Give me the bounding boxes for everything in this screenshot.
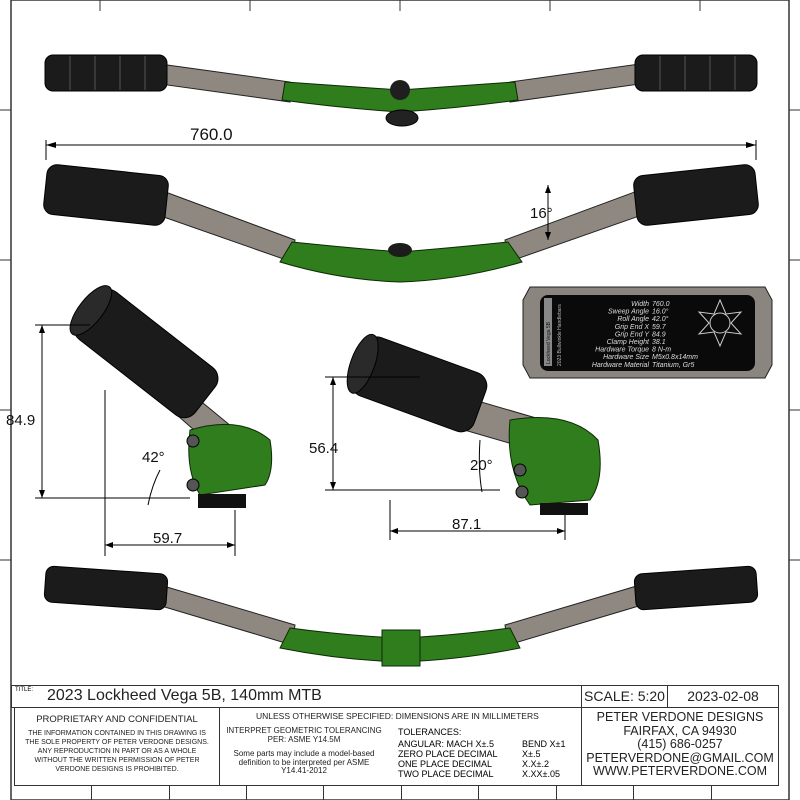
width-value: 760.0 <box>190 125 233 144</box>
plaque-spec-value: 42.0° <box>652 315 669 323</box>
tolerance-value: X.X±.2 <box>522 759 549 769</box>
date-cell: 2023-02-08 <box>667 685 779 708</box>
company-line: PETERVERDONE@GMAIL.COM <box>586 750 774 765</box>
plaque-spec-value: 38.1 <box>652 339 666 346</box>
plaque-spec-label: Grip End Y <box>615 331 650 338</box>
company-line: FAIRFAX, CA 94930 <box>623 723 737 738</box>
plaque-spec-value: 16.0° <box>652 308 669 316</box>
revision-row <box>11 786 789 800</box>
proprietary-text: THE INFORMATION CONTAINED IN THIS DRAWIN… <box>25 730 209 773</box>
top-view <box>44 54 758 127</box>
grip-end-y-value: 84.9 <box>6 412 35 429</box>
company-line: PETER VERDONE DESIGNS <box>596 710 764 724</box>
units-note: UNLESS OTHERWISE SPECIFIED: DIMENSIONS A… <box>256 711 539 721</box>
plaque-spec-value: 760.0 <box>652 301 670 308</box>
star-badge-icon <box>697 298 743 348</box>
plaque-spec-value: 84.9 <box>652 331 666 338</box>
plaque-spec-label: Width <box>631 301 649 308</box>
plaque-spec-value: M5x0.8x14mm <box>652 354 698 361</box>
left-side-view: 84.9 59.7 42° <box>6 285 273 556</box>
plaque-spec-label: Clamp Height <box>607 339 650 346</box>
tolerance-label: TWO PLACE DECIMAL <box>398 769 494 779</box>
plaque-spec-label: Sweep Angle <box>608 309 649 316</box>
mbd-note: Some parts may include a model-based def… <box>233 749 375 775</box>
plaque-spec-value: 8 N-m <box>652 347 671 354</box>
company-line: WWW.PETERVERDONE.COM <box>592 764 768 778</box>
title-row: TITLE: 2023 Lockheed Vega 5B, 140mm MTB <box>11 685 581 708</box>
tolerance-label: ANGULAR: MACH X±.5 <box>398 739 494 749</box>
tolerance-row: TWO PLACE DECIMAL X.XX±.05 <box>398 769 573 779</box>
sweep-angle-value: 16° <box>530 205 553 222</box>
company-line: (415) 686-0257 <box>637 737 723 751</box>
plaque-side-label: Lockheed Vega 5B <box>546 321 552 364</box>
tolerance-value: X.XX±.05 <box>522 769 560 779</box>
tolerances-cell: UNLESS OTHERWISE SPECIFIED: DIMENSIONS A… <box>219 707 582 786</box>
plaque-spec-label: Grip End X <box>615 324 650 331</box>
plaque-spec-label: Hardware Size <box>603 354 649 361</box>
tolerance-value: X±.5 <box>522 749 541 759</box>
roll-angle-right-value: 20° <box>470 457 493 474</box>
gdt-note: INTERPRET GEOMETRIC TOLERANCING PER: ASM… <box>226 726 382 744</box>
zone-ticks <box>0 0 800 561</box>
scale-cell: SCALE: 5:20 <box>581 685 668 708</box>
right-side-view: 56.4 87.1 20° <box>309 333 601 540</box>
width-dimension: 760.0 <box>45 125 757 160</box>
tolerances-heading: TOLERANCES: <box>398 727 462 737</box>
proprietary-heading: PROPRIETARY AND CONFIDENTIAL <box>36 714 198 725</box>
date-text: 2023-02-08 <box>687 688 759 704</box>
clamp-x-value: 87.1 <box>452 516 481 533</box>
drawing-title: 2023 Lockheed Vega 5B, 140mm MTB <box>47 687 322 704</box>
plaque-spec-value: Titanium, Gr5 <box>652 362 694 369</box>
tolerance-row: ZERO PLACE DECIMAL X±.5 <box>398 749 573 759</box>
plaque-spec-value: 59.7 <box>652 324 667 331</box>
title-label: TITLE: <box>15 687 34 693</box>
plaque-spec-label: Hardware Torque <box>595 347 649 354</box>
grip-end-x-value: 59.7 <box>153 530 182 547</box>
plaque-side-sub: 2023 Bullwinkle Handlebars <box>557 304 563 366</box>
tolerance-label: ZERO PLACE DECIMAL <box>398 749 498 759</box>
roll-angle-left-value: 42° <box>142 449 165 466</box>
proprietary-cell: PROPRIETARY AND CONFIDENTIAL THE INFORMA… <box>14 707 220 786</box>
tolerance-label: ONE PLACE DECIMAL <box>398 759 493 769</box>
spec-plaque: Lockheed Vega 5B 2023 Bullwinkle Handleb… <box>522 286 773 379</box>
right-grip <box>634 54 758 92</box>
clamp-y-value: 56.4 <box>309 440 338 457</box>
plaque-spec-label: Hardware Material <box>592 362 650 369</box>
plaque-spec-label: Roll Angle <box>617 316 649 323</box>
sheet-border <box>10 0 790 800</box>
tolerance-row: ONE PLACE DECIMAL X.X±.2 <box>398 759 573 769</box>
tolerance-row: ANGULAR: MACH X±.5 BEND X±1 <box>398 739 573 749</box>
tolerance-value: BEND X±1 <box>522 739 566 749</box>
bottom-view <box>43 565 759 667</box>
left-grip <box>44 54 168 92</box>
front-view: 16° <box>43 164 759 283</box>
scale-text: SCALE: 5:20 <box>584 688 665 704</box>
